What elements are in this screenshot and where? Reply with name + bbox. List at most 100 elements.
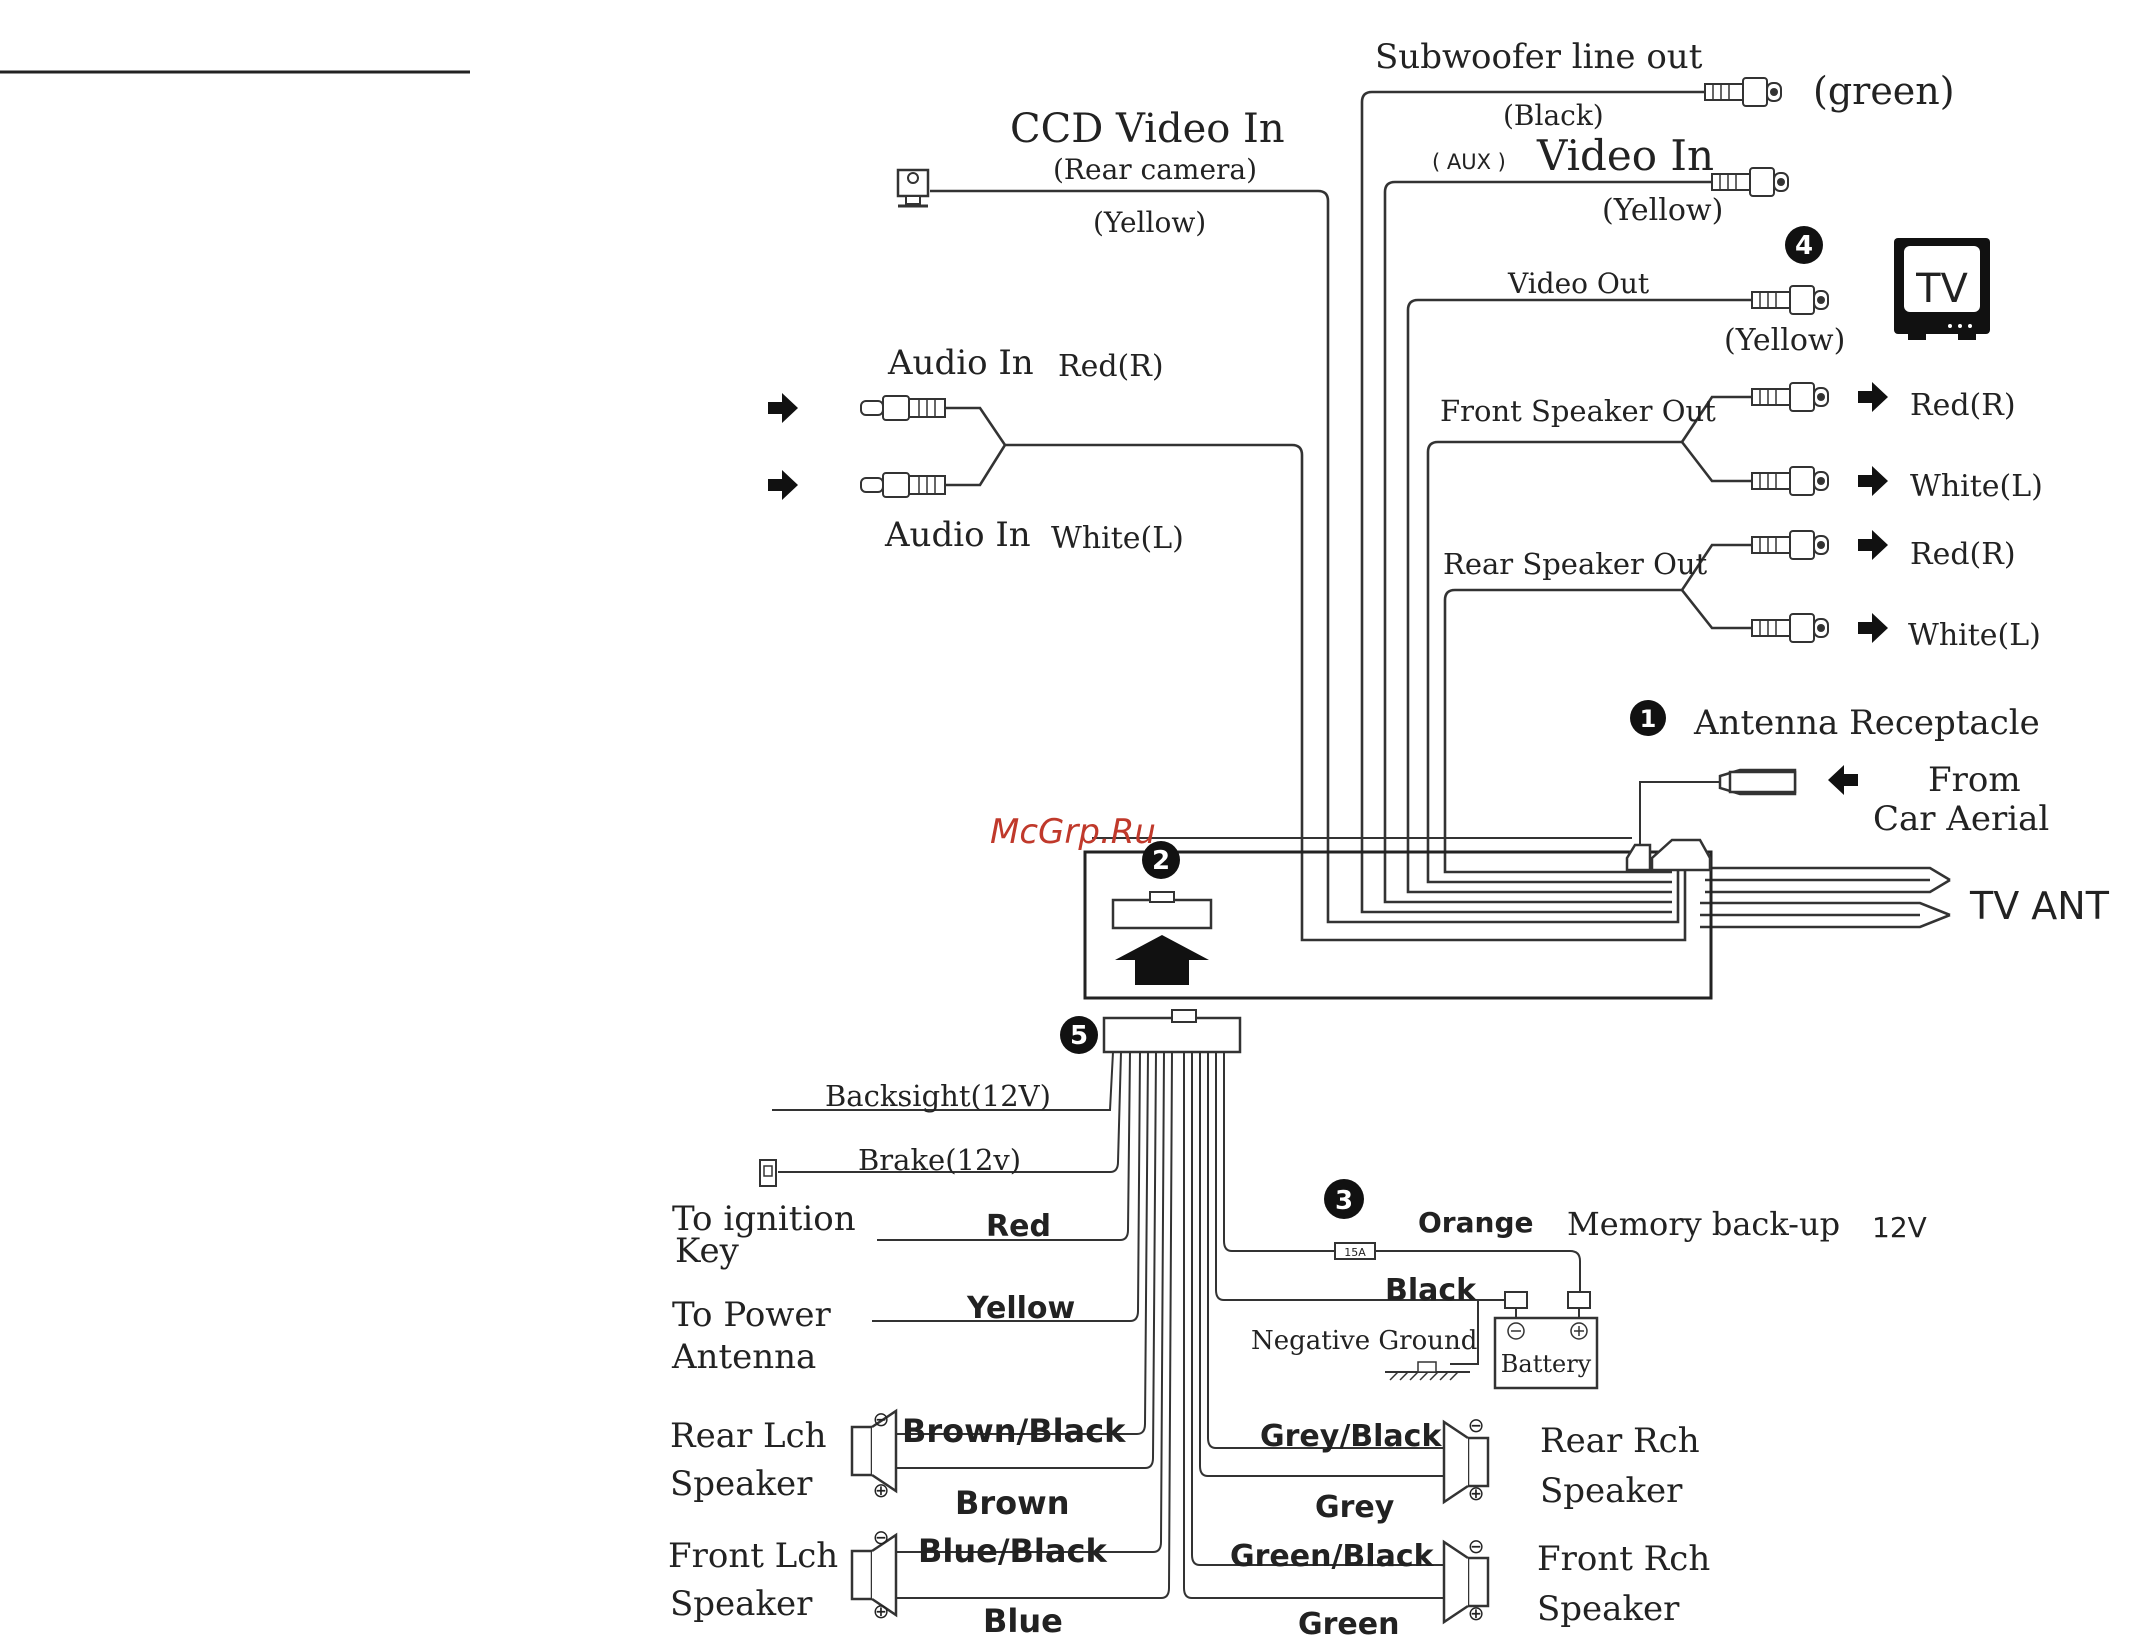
subwoofer-label: Subwoofer line out (1375, 37, 1703, 77)
blue-label: Blue (983, 1602, 1063, 1640)
ccd-title: CCD Video In (1010, 106, 1285, 152)
ccd-color: (Yellow) (1093, 206, 1206, 239)
ccd-sub: (Rear camera) (1053, 153, 1257, 186)
audio-in-r-rca-icon (860, 395, 946, 421)
svg-text:2: 2 (1152, 846, 1170, 876)
brown-black-label: Brown/Black (902, 1412, 1126, 1450)
power-antenna-label-1: To Power (672, 1295, 832, 1335)
front-r-rca-icon (1751, 382, 1829, 412)
svg-text:1: 1 (1640, 705, 1657, 733)
car-aerial-label: Car Aerial (1873, 799, 2049, 839)
backsight-label: Backsight(12V) (825, 1079, 1051, 1113)
battery-icon: Battery (1493, 1291, 1599, 1390)
audio-in-l-color: White(L) (1051, 521, 1184, 556)
red-wire-label: Red (986, 1209, 1051, 1244)
video-out-label: Video Out (1507, 267, 1650, 300)
blue-black-label: Blue/Black (918, 1532, 1107, 1570)
svg-text:5: 5 (1070, 1021, 1088, 1051)
front-rch-label-1: Front Rch (1537, 1539, 1710, 1579)
front-r-arrow-icon (1858, 382, 1888, 412)
rear-l-rca-icon (1751, 613, 1829, 643)
labels: Subwoofer line out (Black) (green) CCD V… (668, 37, 2110, 1642)
rear-speaker-out-label: Rear Speaker Out (1443, 547, 1708, 581)
svg-text:3: 3 (1335, 1186, 1353, 1216)
brake-switch-icon (759, 1159, 777, 1187)
marker-4: 4 (1785, 226, 1823, 264)
ignition-label-2: Key (675, 1231, 740, 1271)
svg-text:⊖: ⊖ (1468, 1413, 1485, 1437)
svg-text:⊕: ⊕ (1468, 1601, 1485, 1625)
svg-text:⊖: ⊖ (873, 1407, 890, 1431)
ignition-label-1: To ignition (672, 1199, 856, 1239)
front-speaker-out-label: Front Speaker Out (1440, 394, 1716, 428)
negative-ground-label: Negative Ground (1251, 1326, 1477, 1356)
audio-in-r-label: Audio In (887, 343, 1034, 383)
bottom-harness-wires (772, 1051, 1581, 1599)
ground-icon (1385, 1300, 1479, 1381)
aerial-arrow-icon (1828, 765, 1858, 795)
from-label: From (1928, 760, 2021, 800)
power-connector (1102, 1009, 1242, 1054)
svg-text:Battery: Battery (1501, 1350, 1592, 1378)
memory-label: Memory back-up (1567, 1205, 1840, 1243)
audio-in-l-label: Audio In (884, 515, 1031, 555)
video-out-rca-icon (1751, 285, 1829, 315)
brake-label: Brake(12v) (858, 1143, 1021, 1177)
rear-l-label: White(L) (1908, 618, 2041, 653)
tv-icon (1894, 238, 1990, 340)
rear-r-label: Red(R) (1910, 537, 2016, 572)
aerial-plug (1718, 768, 1797, 796)
rear-lch-label-1: Rear Lch (670, 1416, 827, 1456)
audio-in-r-arrow-icon (768, 393, 798, 423)
green-label: Green (1298, 1607, 1399, 1642)
svg-text:15A: 15A (1344, 1246, 1366, 1259)
rear-l-arrow-icon (1858, 613, 1888, 643)
rear-rch-label-1: Rear Rch (1540, 1421, 1700, 1461)
svg-text:⊖: ⊖ (1468, 1534, 1485, 1558)
svg-text:⊕: ⊕ (873, 1478, 890, 1502)
video-out-color: (Yellow) (1724, 323, 1845, 358)
front-l-rca-icon (1751, 466, 1829, 496)
grey-black-label: Grey/Black (1260, 1419, 1442, 1454)
rear-rch-label-2: Speaker (1540, 1471, 1683, 1511)
audio-in-l-arrow-icon (768, 470, 798, 500)
svg-text:⊕: ⊕ (1468, 1481, 1485, 1505)
subwoofer-color-label: (Black) (1503, 99, 1604, 132)
black-wire-label: Black (1385, 1273, 1477, 1308)
connector-2 (1111, 891, 1213, 985)
front-l-label: White(L) (1910, 469, 2043, 504)
svg-text:⊖: ⊖ (873, 1525, 890, 1549)
aux-video-rca-icon (1711, 167, 1789, 197)
antenna-receptacle-label: Antenna Receptacle (1693, 703, 2040, 743)
aux-color-label: (Yellow) (1602, 193, 1723, 228)
aux-tag: ( AUX ) (1432, 150, 1506, 174)
power-antenna-label-2: Antenna (671, 1337, 816, 1377)
audio-in-r-color: Red(R) (1058, 349, 1164, 384)
watermark: McGrp.Ru (990, 812, 1156, 852)
marker-2: 2 (1142, 841, 1180, 879)
rear-r-rca-icon (1751, 530, 1829, 560)
speaker-polarity-icons: ⊖ ⊕ ⊖ ⊕ ⊖ ⊕ ⊖ ⊕ (873, 1407, 1485, 1625)
subwoofer-rca-icon (1704, 77, 1782, 107)
svg-text:4: 4 (1795, 231, 1813, 261)
top-connector (1625, 838, 1712, 872)
marker-3: 3 (1324, 1179, 1364, 1219)
rear-camera-icon (896, 168, 930, 208)
yellow-wire-label: Yellow (966, 1291, 1075, 1326)
aux-video-label: Video In (1536, 131, 1714, 180)
head-unit-box (1083, 850, 1713, 1000)
front-lch-label-2: Speaker (670, 1584, 813, 1624)
brown-label: Brown (955, 1484, 1070, 1522)
front-r-label: Red(R) (1910, 388, 2016, 423)
front-lch-label-1: Front Lch (668, 1536, 838, 1576)
front-rch-label-2: Speaker (1537, 1589, 1680, 1629)
green-black-label: Green/Black (1230, 1539, 1435, 1574)
memory-voltage: 12V (1872, 1211, 1927, 1244)
front-l-arrow-icon (1858, 466, 1888, 496)
tv-ant-label: TV ANT (1969, 884, 2110, 928)
audio-in-l-rca-icon (860, 472, 946, 498)
orange-wire-label: Orange (1418, 1206, 1533, 1239)
fuse-icon: 15A (1334, 1242, 1376, 1260)
tv-label: TV (1915, 266, 1968, 312)
